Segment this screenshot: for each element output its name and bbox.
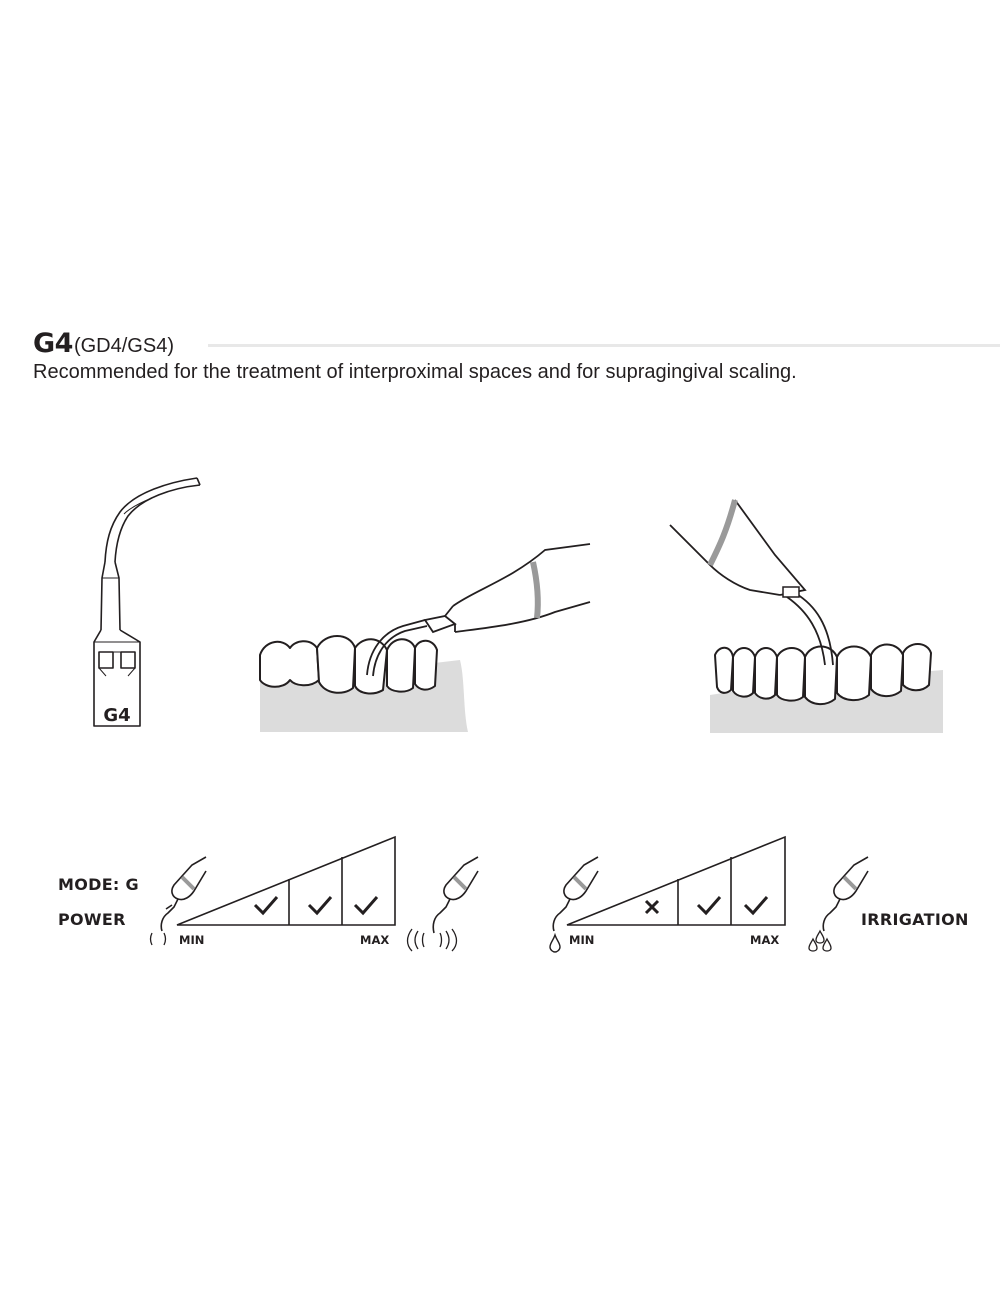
power-label: POWER [58,910,126,929]
title-divider [208,344,1000,347]
handpiece-max-irrigation-icon [808,856,869,952]
irrigation-label: IRRIGATION [861,910,969,929]
power-min-label: MIN [179,933,205,947]
mode-label: MODE: G [58,875,139,894]
usage-illustration-upper-view [669,499,943,733]
power-level-2 [307,896,333,916]
tip-title: G4(GD4/GS4) [33,328,174,362]
irrigation-min-label: MIN [569,933,595,947]
handpiece-min-irrigation-icon [549,856,599,953]
handpiece-min-power-icon [149,856,207,946]
usage-illustration-lower-jaw [259,543,591,732]
handpiece-max-power-icon [406,856,479,952]
scaler-tip-illustration: G4 [93,477,201,727]
irrigation-level-1 [644,899,660,915]
irrigation-max-label: MAX [750,933,780,947]
tip-body-label: G4 [103,705,130,726]
power-level-gauge [176,835,396,926]
tip-variants: (GD4/GS4) [73,335,174,357]
irrigation-level-3 [743,896,769,916]
tip-description: Recommended for the treatment of interpr… [33,361,797,383]
power-max-label: MAX [360,933,390,947]
power-level-3 [353,896,379,916]
irrigation-level-gauge [566,835,786,926]
irrigation-level-2 [696,896,722,916]
tip-code: G4 [33,328,73,359]
power-level-1 [253,896,279,916]
